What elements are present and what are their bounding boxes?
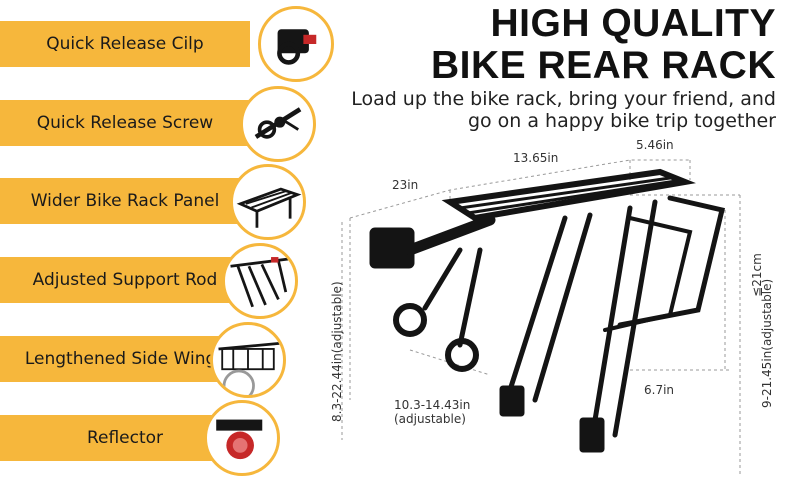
subtitle-line-2: go on a happy bike trip together — [467, 110, 776, 132]
dimension-panel-width: 5.46in — [636, 138, 674, 152]
feature-label-quick-release-screw: Quick Release Screw — [0, 100, 250, 146]
feature-label-support-rod: Adjusted Support Rod — [0, 257, 250, 303]
dimension-rod-length: 10.3-14.43in — [394, 398, 471, 412]
clip-icon — [258, 6, 334, 82]
dimension-rod-note: (adjustable) — [394, 412, 466, 426]
rack-panel-icon — [230, 164, 306, 240]
feature-text: Quick Release Screw — [36, 113, 214, 133]
feature-label-side-wings: Lengthened Side Wings — [0, 336, 250, 382]
feature-text: Quick Release Cilp — [46, 34, 204, 54]
feature-label-quick-release-clip: Quick Release Cilp — [0, 21, 250, 67]
support-rod-icon — [222, 243, 298, 319]
subtitle-line-1: Load up the bike rack, bring your friend… — [351, 88, 776, 110]
feature-text: Adjusted Support Rod — [32, 270, 218, 290]
dimension-panel-length: 13.65in — [513, 151, 559, 165]
feature-text: Lengthened Side Wings — [24, 349, 226, 369]
screw-icon — [240, 86, 316, 162]
rack-diagram — [330, 140, 790, 489]
reflector-icon — [204, 400, 280, 476]
feature-label-wider-panel: Wider Bike Rack Panel — [0, 178, 250, 224]
feature-text: Reflector — [86, 428, 164, 448]
dimension-left-height: 8.3-22.44in(adjustable) — [330, 281, 344, 422]
feature-text: Wider Bike Rack Panel — [30, 191, 220, 211]
title-line-1: HIGH QUALITY — [490, 2, 776, 45]
dimension-wing-width: 6.7in — [644, 383, 675, 397]
dimension-length: 23in — [392, 178, 419, 192]
side-wings-icon — [210, 322, 286, 398]
rack-illustration — [341, 159, 741, 475]
title-line-2: BIKE REAR RACK — [430, 44, 776, 87]
dimension-right-height: 9-21.45in(adjustable) — [760, 278, 774, 408]
